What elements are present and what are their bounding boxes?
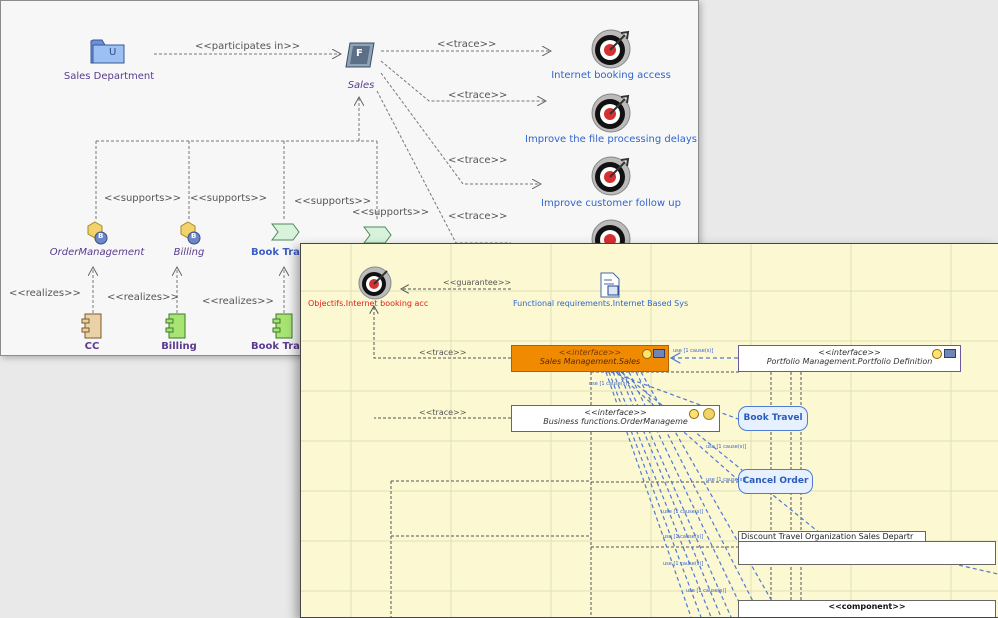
discount-travel-label: Discount Travel Organization Sales Depar…: [741, 532, 914, 541]
relation-use: use [1 cause(s)]: [663, 534, 704, 540]
component-node[interactable]: <<component>>: [738, 600, 996, 617]
interface-icon: [944, 349, 956, 358]
function-icon[interactable]: F: [344, 41, 376, 69]
relation-use: use [1 cause(s)]: [589, 381, 630, 387]
node-discount-travel-body[interactable]: [738, 541, 996, 565]
interface-icon: [653, 349, 665, 358]
goal-improve-file-processing[interactable]: Improve the file processing delays: [525, 134, 697, 145]
component-stereotype: <<component>>: [828, 602, 906, 611]
interface-stereotype: <<interface>>: [818, 348, 881, 357]
relation-use: use [1 cause(s)]: [663, 561, 704, 567]
node-billing-component[interactable]: Billing: [161, 341, 197, 352]
node-order-management[interactable]: OrderManagement: [49, 247, 145, 258]
relation-use: use [1 cause(s)]: [706, 477, 747, 483]
interface-stereotype: <<interface>>: [584, 408, 647, 417]
function-letter: F: [356, 48, 363, 59]
node-cc-component[interactable]: CC: [84, 341, 100, 352]
interface-stereotype: <<interface>>: [558, 348, 622, 357]
relation-use: use [1 cause(s)]: [706, 444, 747, 450]
relation-trace: <<trace>>: [437, 39, 497, 50]
relation-trace: <<trace>>: [419, 408, 467, 417]
relation-supports: <<supports>>: [104, 193, 182, 204]
relation-realizes: <<realizes>>: [107, 292, 179, 303]
relation-use: use [1 cause(s)]: [686, 588, 727, 594]
relation-supports: <<supports>>: [190, 193, 268, 204]
interface-portfolio-management[interactable]: <<interface>> Portfolio Management.Portf…: [738, 345, 961, 372]
relation-use: use [1 cause(s)]: [673, 348, 714, 354]
relation-use: use [1 cause(s)]: [663, 509, 704, 515]
relation-supports: <<supports>>: [352, 207, 430, 218]
relation-trace: <<trace>>: [419, 348, 467, 357]
relation-trace: <<trace>>: [448, 90, 508, 101]
node-objectifs[interactable]: Objectifs.Internet booking acc: [308, 299, 429, 308]
node-sales[interactable]: Sales: [347, 80, 375, 91]
node-billing-function[interactable]: Billing: [173, 247, 205, 258]
interface-name: Portfolio Management.Portfolio Definitio…: [766, 357, 933, 366]
node-functional-requirements[interactable]: Functional requirements.Internet Based S…: [513, 299, 689, 308]
node-book-travel-component[interactable]: Book Tra: [251, 341, 300, 352]
relation-trace: <<trace>>: [448, 155, 508, 166]
business-function-icon[interactable]: B: [178, 221, 202, 245]
interface-name: Business functions.OrderManageme: [543, 417, 688, 426]
folder-icon[interactable]: U: [89, 35, 127, 65]
usecase-cancel-order[interactable]: Cancel Order: [738, 469, 813, 494]
relation-realizes: <<realizes>>: [202, 296, 274, 307]
gear-icon: [703, 408, 715, 420]
relation-guarantee: <<guarantee>>: [443, 278, 512, 287]
node-book-travel-function[interactable]: Book Tra: [251, 247, 300, 258]
lollipop-icon: [689, 409, 699, 419]
usecase-book-travel[interactable]: Book Travel: [738, 406, 808, 431]
back-diagram-connectors: [1, 1, 698, 313]
relation-trace: <<trace>>: [448, 211, 508, 222]
relation-supports: <<supports>>: [294, 196, 372, 207]
badge-letter: B: [191, 232, 197, 240]
lollipop-icon: [642, 349, 652, 359]
interface-sales-management[interactable]: <<interface>> Sales Management.Sales: [511, 345, 669, 372]
goal-internet-booking-access[interactable]: Internet booking access: [551, 70, 671, 81]
badge-letter: B: [98, 232, 104, 240]
relation-realizes: <<realizes>>: [9, 288, 81, 299]
goal-improve-customer-follow-up[interactable]: Improve customer follow up: [541, 198, 681, 209]
lollipop-icon: [932, 349, 942, 359]
front-diagram-window: Objectifs.Internet booking acc <<guarant…: [300, 243, 998, 618]
interface-business-functions[interactable]: <<interface>> Business functions.OrderMa…: [511, 405, 720, 432]
folder-letter: U: [109, 47, 117, 58]
business-function-icon[interactable]: B: [85, 221, 109, 245]
node-sales-department[interactable]: Sales Department: [63, 71, 155, 82]
relation-participates-in: <<participates in>>: [195, 41, 301, 52]
interface-name: Sales Management.Sales: [539, 357, 641, 366]
